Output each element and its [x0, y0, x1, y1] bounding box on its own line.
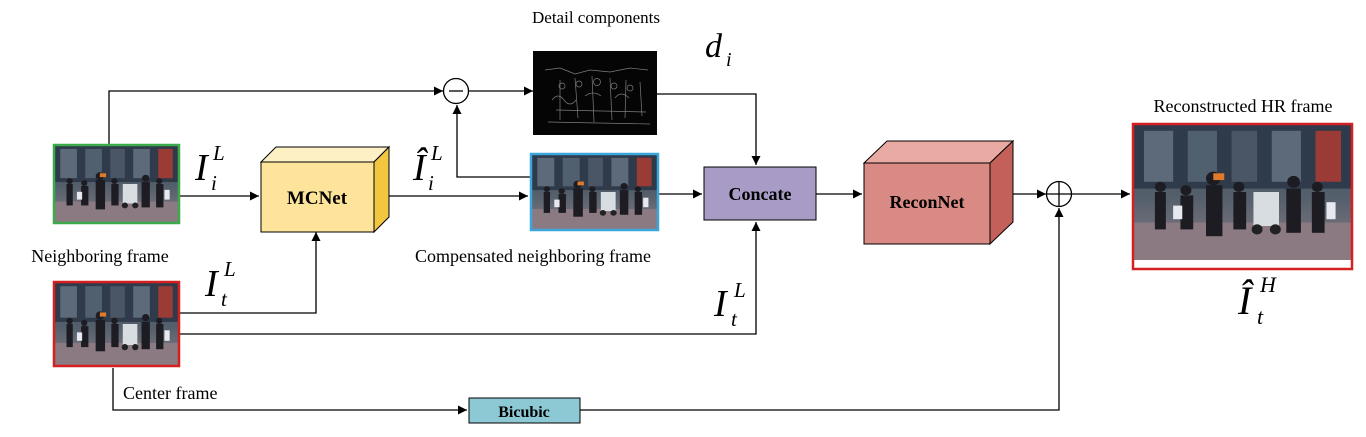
reconnet-label: ReconNet: [890, 192, 965, 212]
svg-text:L: L: [223, 257, 236, 281]
svg-text:i: i: [211, 171, 217, 195]
svg-text:H: H: [1259, 272, 1277, 297]
svg-text:t: t: [221, 287, 228, 311]
subtract-operator: [442, 77, 470, 105]
detail-symbol: d i: [705, 28, 732, 71]
svg-text:i: i: [726, 49, 732, 71]
edge-bicubic-to-add: [580, 208, 1064, 411]
reconstructed-hr-frame-label: Reconstructed HR frame: [1154, 96, 1333, 116]
edge-center-to-concate: [179, 222, 761, 335]
svg-text:I: I: [194, 147, 210, 189]
compensated-neighboring-frame-label: Compensated neighboring frame: [415, 246, 651, 266]
svg-text:L: L: [212, 141, 225, 165]
svg-text:i: i: [428, 171, 434, 195]
edge-center-to-bicubic: [112, 368, 467, 415]
center-frame-label: Center frame: [123, 383, 217, 403]
add-operator: [1045, 180, 1073, 208]
bicubic-block: Bicubic: [468, 397, 581, 424]
mcnet-block: MCNet: [259, 145, 391, 234]
neighboring-frame-label: Neighboring frame: [31, 246, 168, 266]
center-lr-symbol-concate: I L t: [713, 278, 746, 331]
center-frame-image: [52, 280, 181, 368]
svg-text:L: L: [733, 278, 746, 302]
svg-text:I: I: [713, 283, 729, 325]
detail-components-image: [533, 51, 657, 135]
svg-text:t: t: [1257, 304, 1264, 329]
neighbor-lr-symbol: I L i: [194, 141, 225, 195]
hr-output-symbol: Î H t: [1237, 272, 1277, 329]
reconnet-block: ReconNet: [862, 139, 1015, 246]
svg-text:Î: Î: [412, 147, 429, 189]
mcnet-label: MCNet: [287, 188, 348, 209]
bicubic-label: Bicubic: [498, 404, 550, 421]
center-lr-symbol-mcnet: I L t: [204, 257, 236, 311]
detail-components-label: Detail components: [532, 8, 660, 27]
concate-label: Concate: [729, 184, 792, 204]
svg-text:Î: Î: [1237, 278, 1254, 323]
edge-neighbor-to-subtract: [108, 86, 443, 144]
reconstructed-hr-frame-image: [1131, 122, 1354, 271]
neighboring-frame-image: [52, 143, 181, 225]
edge-center-to-mcnet: [179, 232, 321, 314]
svg-text:t: t: [731, 307, 738, 331]
edge-detail-to-concate: [657, 93, 761, 165]
svg-text:d: d: [705, 28, 723, 65]
compensated-frame-image: [529, 152, 660, 232]
concate-block: Concate: [703, 166, 817, 221]
compensated-lr-symbol: Î L i: [412, 141, 443, 195]
svg-text:L: L: [430, 141, 443, 165]
svg-text:I: I: [204, 263, 220, 305]
edge-compensated-to-subtract: [452, 105, 531, 178]
